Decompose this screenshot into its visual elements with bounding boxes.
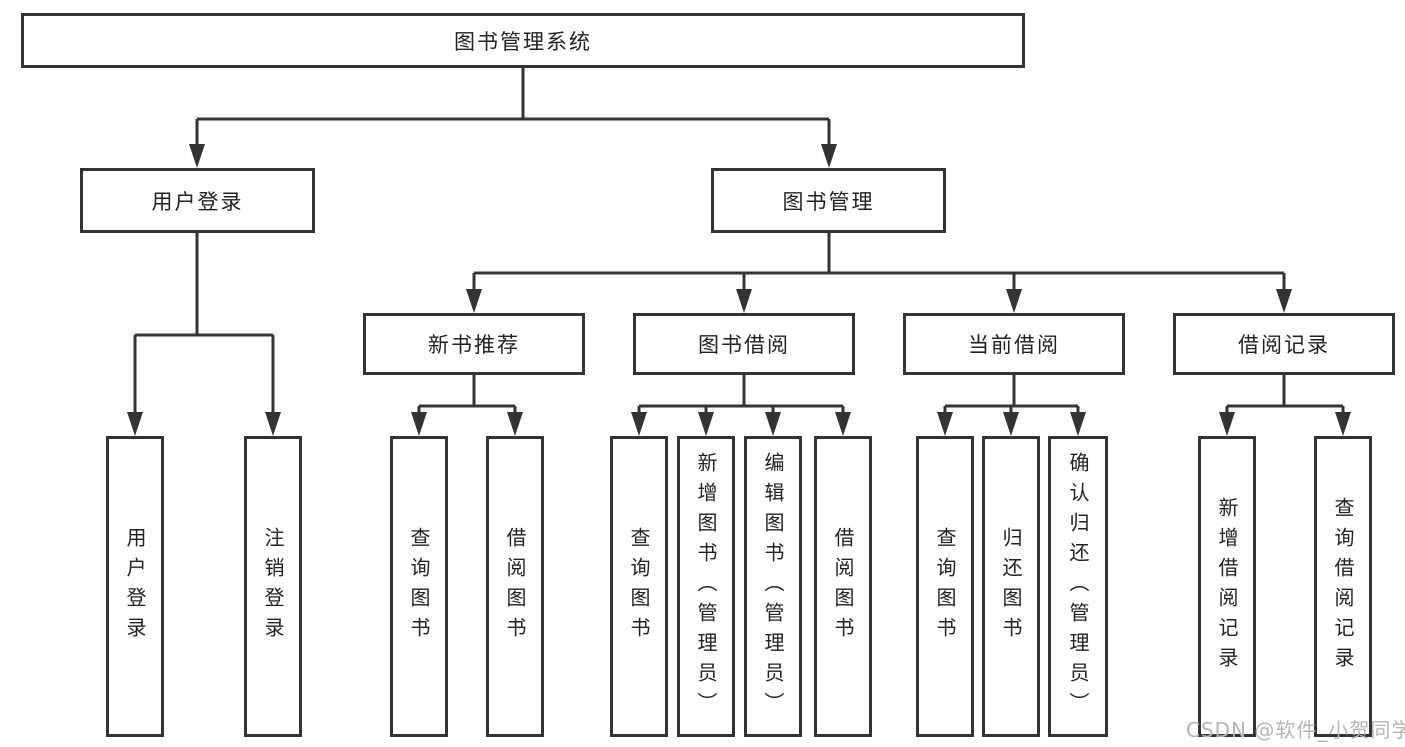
leaf-query-books-borrowing: 查询图书 [610,436,668,737]
node-new-book-recommend-label: 新书推荐 [428,333,520,357]
leaf-query-books-current: 查询图书 [916,436,974,737]
node-book-borrowing: 图书借阅 [633,313,855,375]
leaf-query-borrow-record: 查询借阅记录 [1314,436,1372,737]
watermark: CSDN @软件_小贺同学 [1186,718,1405,742]
leaf-add-book-admin: 新增图书（管理员） [677,436,735,737]
leaf-logout: 注销登录 [244,436,302,737]
leaf-borrow-books-borrowing: 借阅图书 [814,436,872,737]
leaf-edit-book-admin: 编辑图书（管理员） [744,436,802,737]
leaf-return-book: 归还图书 [982,436,1040,737]
node-borrow-records-label: 借阅记录 [1238,333,1330,357]
node-borrow-records: 借阅记录 [1173,313,1395,375]
leaf-confirm-return-admin: 确认归还（管理员） [1048,436,1108,737]
leaf-borrow-books-recommend: 借阅图书 [486,436,544,737]
leaf-user-login: 用户登录 [106,436,164,737]
node-user-login-label: 用户登录 [151,189,244,214]
node-user-login: 用户登录 [80,168,315,233]
node-current-borrowing-label: 当前借阅 [968,333,1060,357]
node-book-management-label: 图书管理 [782,189,875,214]
node-book-borrowing-label: 图书借阅 [698,333,790,357]
node-book-management: 图书管理 [711,168,946,233]
arrow-down-icons [127,144,1351,436]
node-current-borrowing: 当前借阅 [903,313,1125,375]
leaf-query-books-recommend: 查询图书 [390,436,448,737]
node-root: 图书管理系统 [21,13,1025,68]
node-new-book-recommend: 新书推荐 [363,313,585,375]
leaf-add-borrow-record: 新增借阅记录 [1198,436,1256,737]
node-root-label: 图书管理系统 [454,29,592,54]
